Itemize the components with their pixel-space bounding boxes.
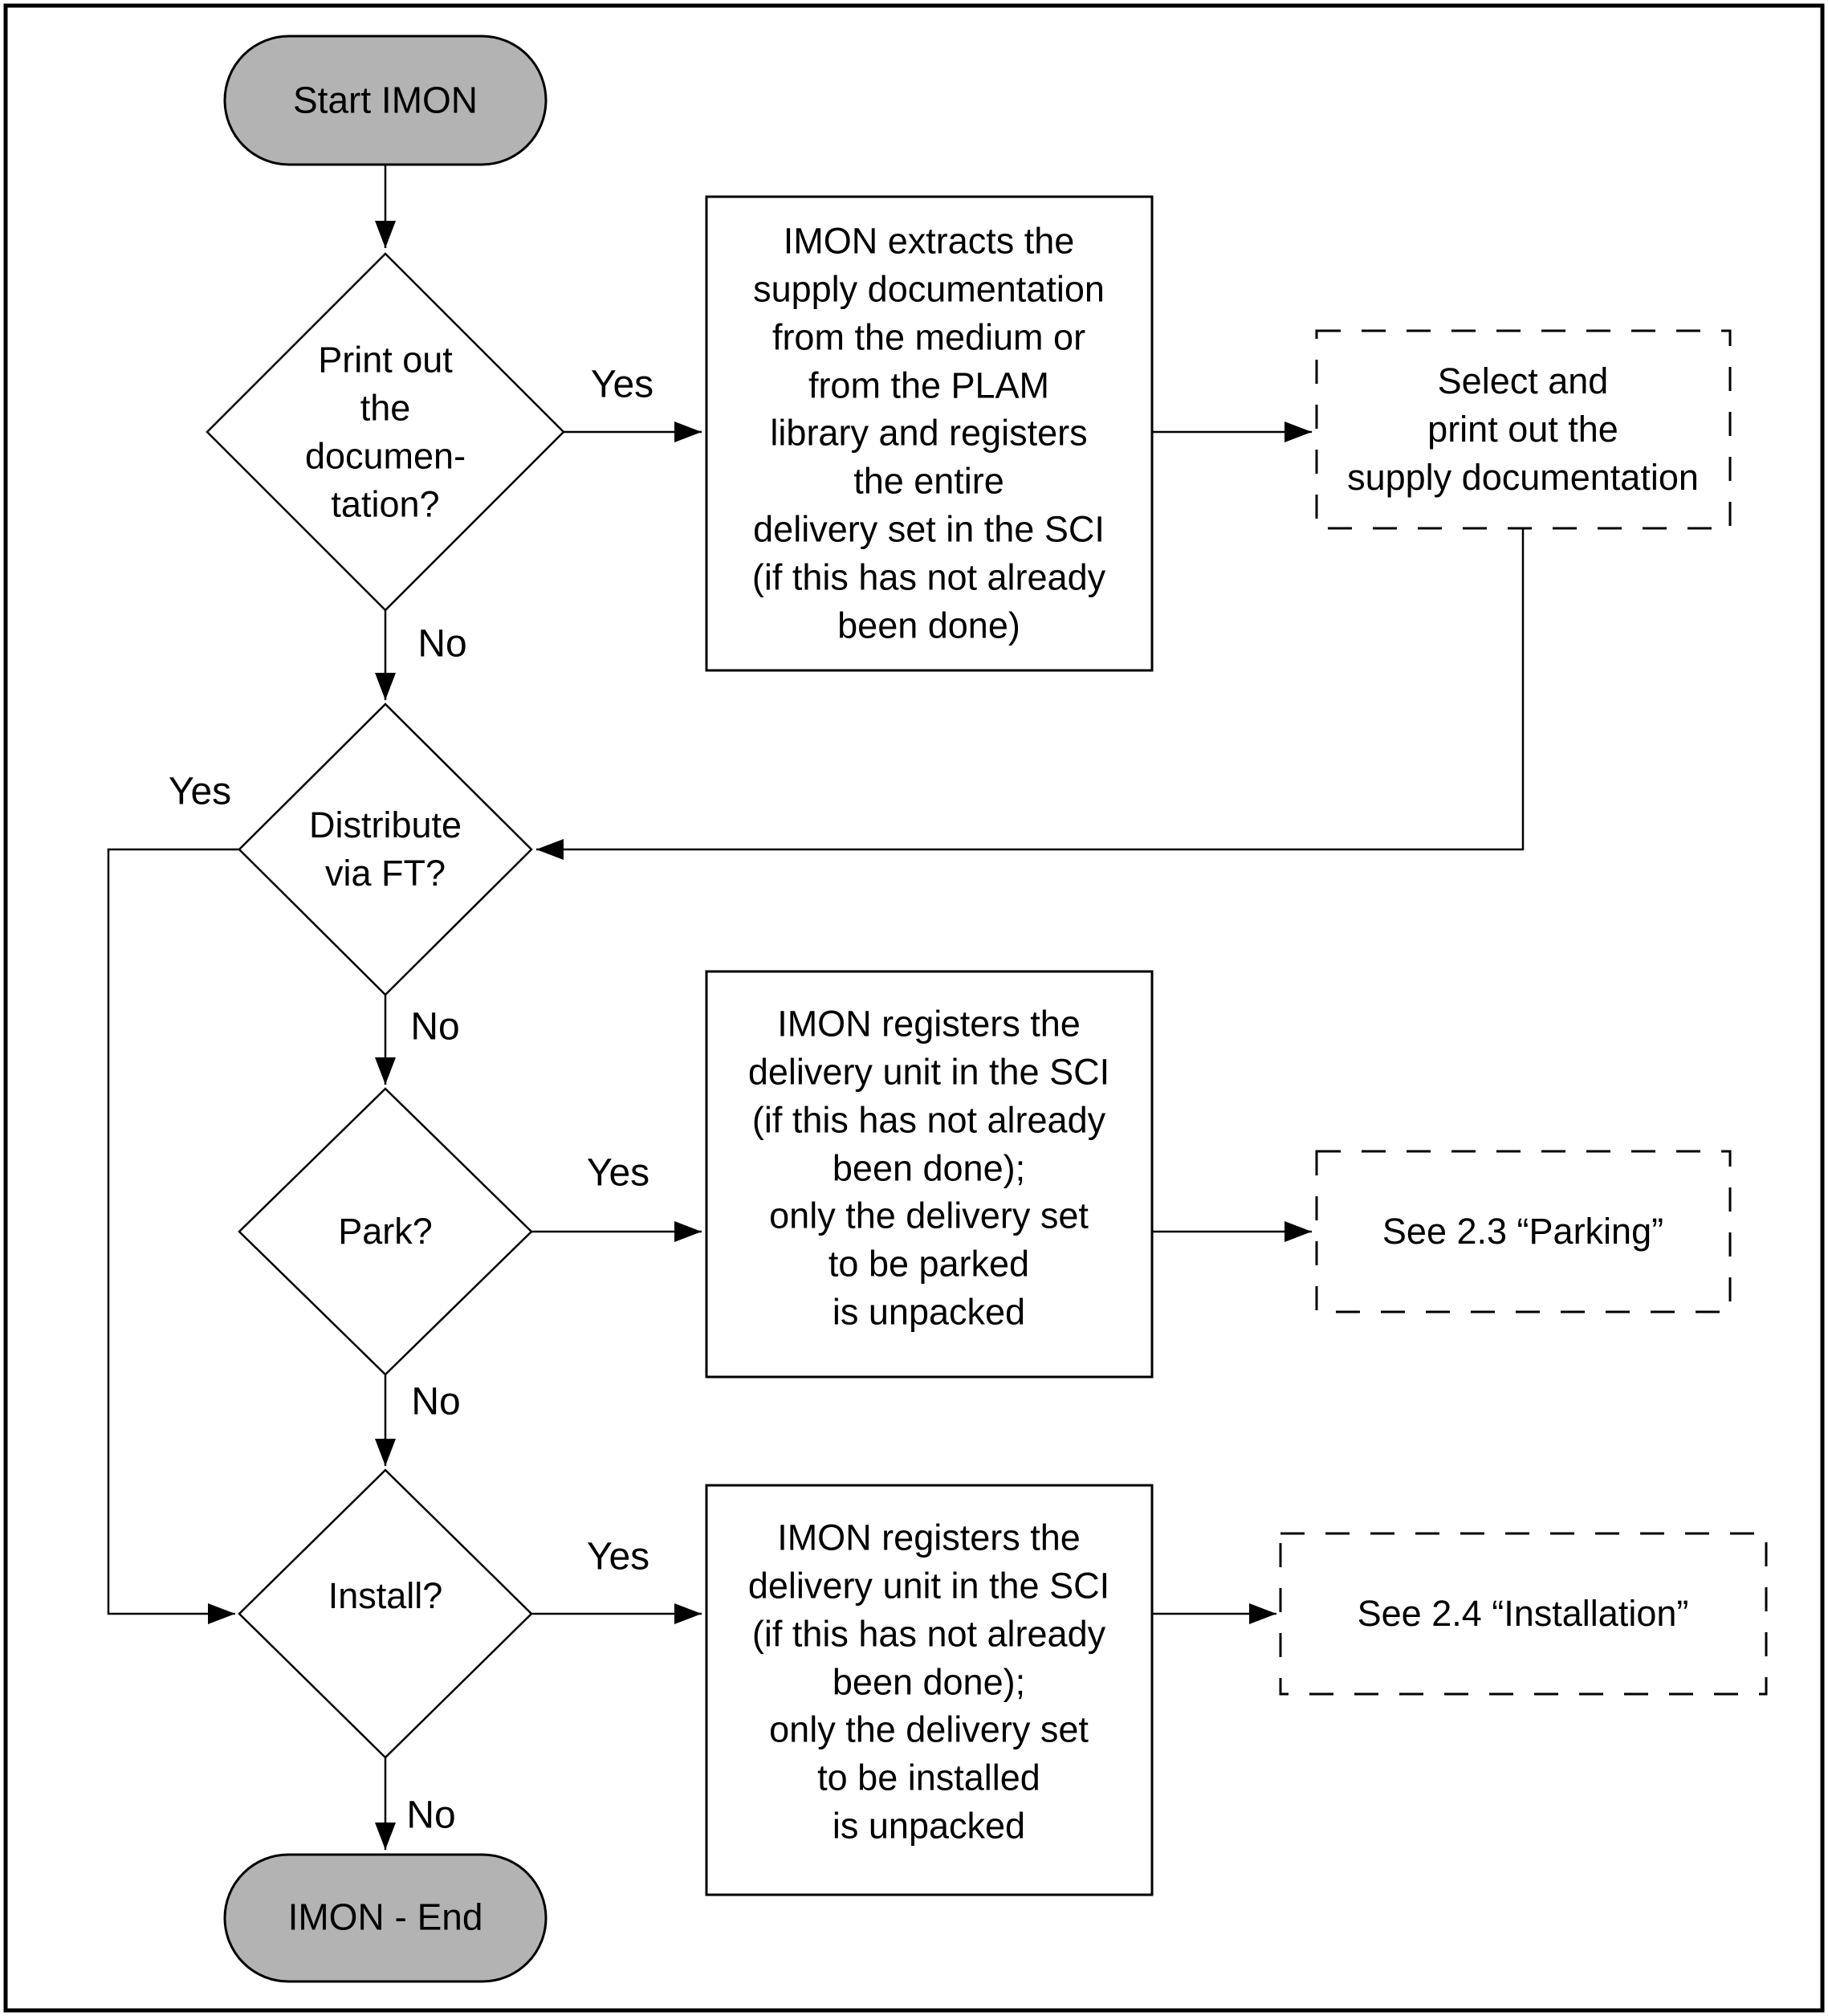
see-parking-dashed-box: [1315, 1150, 1732, 1313]
edge-distribute-yes-to-install-decision: [107, 848, 239, 1624]
distribute-decision-label: Distribute via FT?: [308, 804, 462, 894]
install-decision-diamond: [238, 1468, 533, 1759]
end-terminator-shape: [223, 1853, 548, 1983]
distribute-yes-label: Yes: [168, 770, 232, 813]
print-decision-diamond: [206, 252, 565, 612]
install-decision-label: Install?: [328, 1575, 443, 1617]
register-install-process-box: [705, 1484, 1154, 1896]
see-installation-label: See 2.4 “Installation”: [1357, 1593, 1689, 1635]
edge-select-print-to-distribute-decision: [536, 528, 1525, 860]
page-border: [3, 3, 1825, 2013]
extract-process-box: [705, 195, 1154, 672]
start-terminator-shape: [223, 35, 548, 166]
see-installation-dashed-box: [1279, 1532, 1768, 1696]
register-park-process-label: IMON registers the delivery unit in the …: [747, 1003, 1110, 1333]
distribute-no-label: No: [410, 1005, 460, 1049]
distribute-decision-diamond: [238, 703, 533, 996]
park-yes-label: Yes: [586, 1151, 650, 1195]
select-print-label: Select and print out the supply document…: [1347, 360, 1699, 498]
install-yes-label: Yes: [586, 1535, 650, 1578]
see-parking-label: See 2.3 “Parking”: [1382, 1211, 1664, 1252]
print-no-label: No: [417, 622, 467, 666]
park-decision-diamond: [238, 1087, 533, 1376]
register-park-process-box: [705, 970, 1154, 1379]
print-yes-label: Yes: [590, 363, 654, 406]
end-terminator-label: IMON - End: [287, 1896, 483, 1938]
register-install-process-label: IMON registers the delivery unit in the …: [747, 1517, 1110, 1847]
extract-process-label: IMON extracts the supply documentation f…: [751, 220, 1106, 646]
print-decision-label: Print out the documen- tation?: [304, 339, 466, 524]
select-print-dashed-box: [1315, 329, 1732, 530]
park-decision-label: Park?: [338, 1211, 433, 1252]
start-terminator-label: Start IMON: [292, 79, 478, 121]
install-no-label: No: [406, 1794, 456, 1837]
park-no-label: No: [411, 1380, 461, 1423]
